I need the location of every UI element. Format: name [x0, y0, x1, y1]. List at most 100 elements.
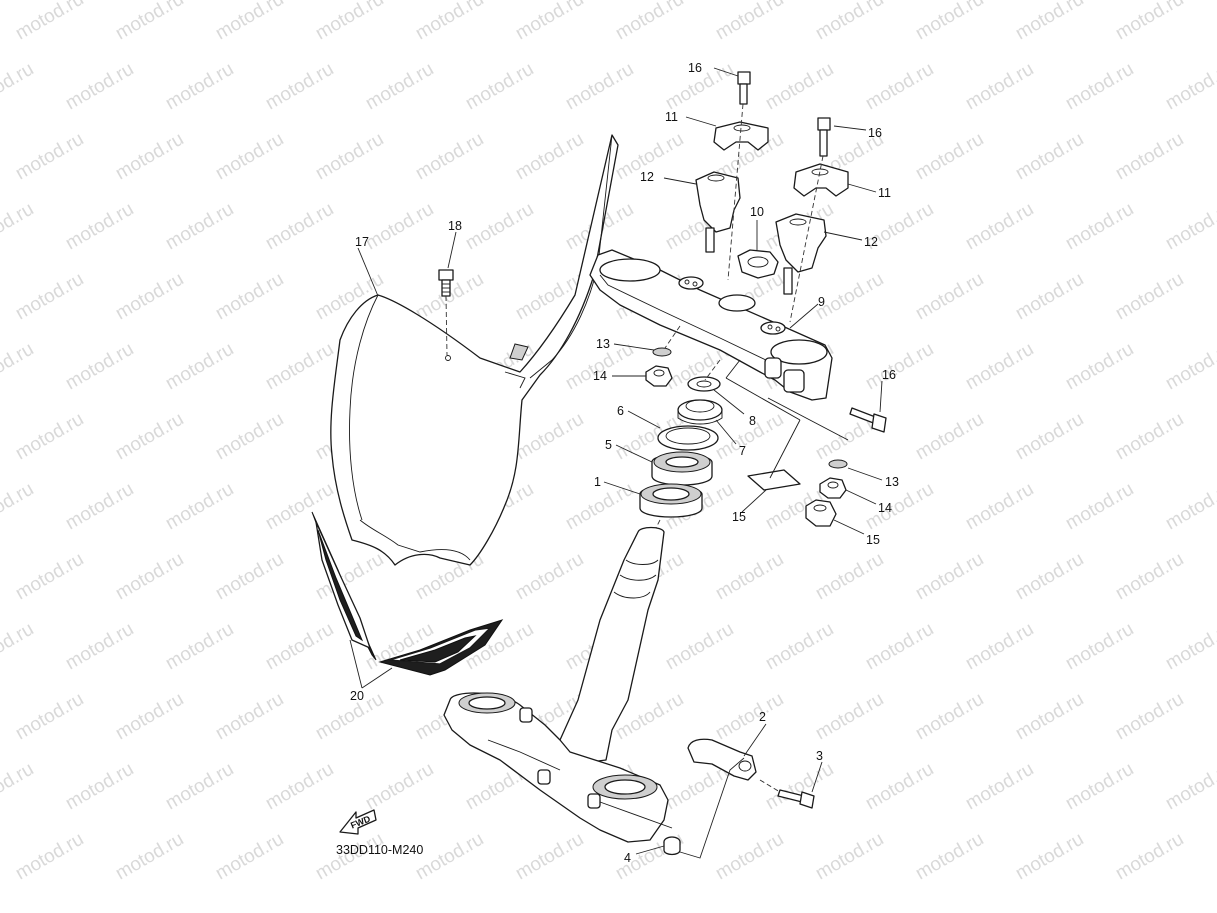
part-label-6: 6 — [617, 404, 624, 418]
watermark-text: motod.ru — [262, 479, 337, 535]
watermark-text: motod.ru — [512, 129, 587, 185]
diagram-code: 33DD110-M240 — [336, 843, 423, 857]
watermark-text: motod.ru — [1062, 59, 1137, 115]
washer-left[interactable] — [652, 347, 672, 357]
watermark-text: motod.ru — [162, 759, 237, 815]
watermark-text: motod.ru — [812, 829, 887, 885]
watermark-text: motod.ru — [1062, 619, 1137, 675]
bolt-right[interactable] — [789, 117, 831, 323]
watermark-text: motod.ru — [812, 549, 887, 605]
upper-bracket[interactable] — [589, 249, 833, 401]
watermark-text: motod.ru — [62, 59, 137, 115]
watermark-text: motod.ru — [112, 409, 187, 465]
watermark-text: motod.ru — [312, 0, 387, 44]
part-label-8: 8 — [749, 414, 756, 428]
part-label-14b: 14 — [878, 501, 892, 515]
steering-nut[interactable] — [737, 249, 779, 279]
watermark-text: motod.ru — [312, 129, 387, 185]
clamp-bolt[interactable] — [759, 779, 815, 809]
pinch-bolt-upper[interactable] — [849, 407, 887, 433]
watermark-text: motod.ru — [762, 59, 837, 115]
number-plate[interactable] — [330, 134, 619, 566]
nut-right[interactable] — [819, 477, 847, 499]
handlebar-holder-upper-right[interactable] — [793, 163, 849, 197]
watermark-text: motod.ru — [1012, 829, 1087, 885]
nut-left[interactable] — [645, 365, 673, 387]
number-plate-decals[interactable] — [311, 511, 504, 676]
watermark-text: motod.ru — [912, 409, 987, 465]
hose-guide-clamp[interactable] — [687, 738, 757, 781]
watermark-text: motod.ru — [912, 689, 987, 745]
watermark-text: motod.ru — [962, 759, 1037, 815]
watermark-text: motod.ru — [62, 339, 137, 395]
watermark-text: motod.ru — [162, 619, 237, 675]
upper-bearing[interactable] — [651, 451, 713, 486]
watermark-text: motod.ru — [412, 129, 487, 185]
washer[interactable] — [687, 376, 721, 392]
watermark-text: motod.ru — [512, 0, 587, 44]
bearing-cover[interactable] — [657, 425, 719, 451]
watermark-text: motod.ru — [62, 479, 137, 535]
part-label-3: 3 — [816, 749, 823, 763]
watermark-text: motod.ru — [12, 549, 87, 605]
watermark-text: motod.ru — [762, 759, 837, 815]
watermark-text: motod.ru — [112, 269, 187, 325]
handlebar-holder-lower-left[interactable] — [695, 171, 741, 253]
watermark-text: motod.ru — [962, 339, 1037, 395]
watermark-text: motod.ru — [12, 129, 87, 185]
watermark-text: motod.ru — [12, 829, 87, 885]
steering-stem-lower-bracket[interactable] — [443, 526, 673, 843]
watermark-text: motod.ru — [362, 59, 437, 115]
bolt-left[interactable] — [727, 71, 751, 281]
part-label-18: 18 — [448, 219, 462, 233]
watermark-text: motod.ru — [112, 829, 187, 885]
watermark-text: motod.ru — [862, 59, 937, 115]
watermark-text: motod.ru — [862, 479, 937, 535]
collar[interactable] — [663, 836, 681, 856]
part-label-11b: 11 — [878, 186, 891, 200]
watermark-text: motod.ru — [462, 199, 537, 255]
watermark-text: motod.ru — [262, 759, 337, 815]
lower-bearing[interactable] — [639, 483, 703, 518]
handlebar-holder-lower-right[interactable] — [775, 213, 827, 295]
watermark-text: motod.ru — [862, 759, 937, 815]
plate-bolt[interactable] — [438, 269, 454, 356]
forward-direction-arrow: FWD — [339, 809, 377, 835]
part-label-20: 20 — [350, 689, 364, 703]
watermark-text: motod.ru — [912, 129, 987, 185]
part-label-13a: 13 — [596, 337, 610, 351]
watermark-text: motod.ru — [712, 0, 787, 44]
watermark-text: motod.ru — [962, 619, 1037, 675]
watermark-text: motod.ru — [1112, 689, 1187, 745]
part-label-10: 10 — [750, 205, 764, 219]
watermark-text: motod.ru — [162, 479, 237, 535]
watermark-text: motod.ru — [962, 59, 1037, 115]
caution-label[interactable] — [747, 469, 801, 491]
part-label-7: 7 — [739, 444, 746, 458]
watermark-text: motod.ru — [1062, 339, 1137, 395]
watermark-text: motod.ru — [1112, 829, 1187, 885]
watermark-text: motod.ru — [112, 0, 187, 44]
watermark-text: motod.ru — [712, 549, 787, 605]
watermark-text: motod.ru — [1062, 759, 1137, 815]
washer-right[interactable] — [828, 459, 848, 469]
watermark-text: motod.ru — [512, 409, 587, 465]
part-label-16a: 16 — [688, 61, 702, 75]
cap-nut[interactable] — [805, 499, 837, 527]
ring-nut[interactable] — [677, 399, 723, 425]
watermark-text: motod.ru — [262, 339, 337, 395]
watermark-text: motod.ru — [862, 619, 937, 675]
part-label-9: 9 — [818, 295, 825, 309]
handlebar-holder-upper-left[interactable] — [713, 121, 769, 151]
watermark-text: motod.ru — [1162, 619, 1217, 675]
watermark-text: motod.ru — [1062, 479, 1137, 535]
watermark-text: motod.ru — [212, 409, 287, 465]
watermark-text: motod.ru — [162, 199, 237, 255]
watermark-text: motod.ru — [912, 269, 987, 325]
watermark-text: motod.ru — [1162, 759, 1217, 815]
watermark-text: motod.ru — [0, 339, 37, 395]
watermark-text: motod.ru — [1012, 129, 1087, 185]
part-label-11a: 11 — [665, 110, 678, 124]
watermark-text: motod.ru — [1012, 549, 1087, 605]
watermark-text: motod.ru — [1112, 129, 1187, 185]
